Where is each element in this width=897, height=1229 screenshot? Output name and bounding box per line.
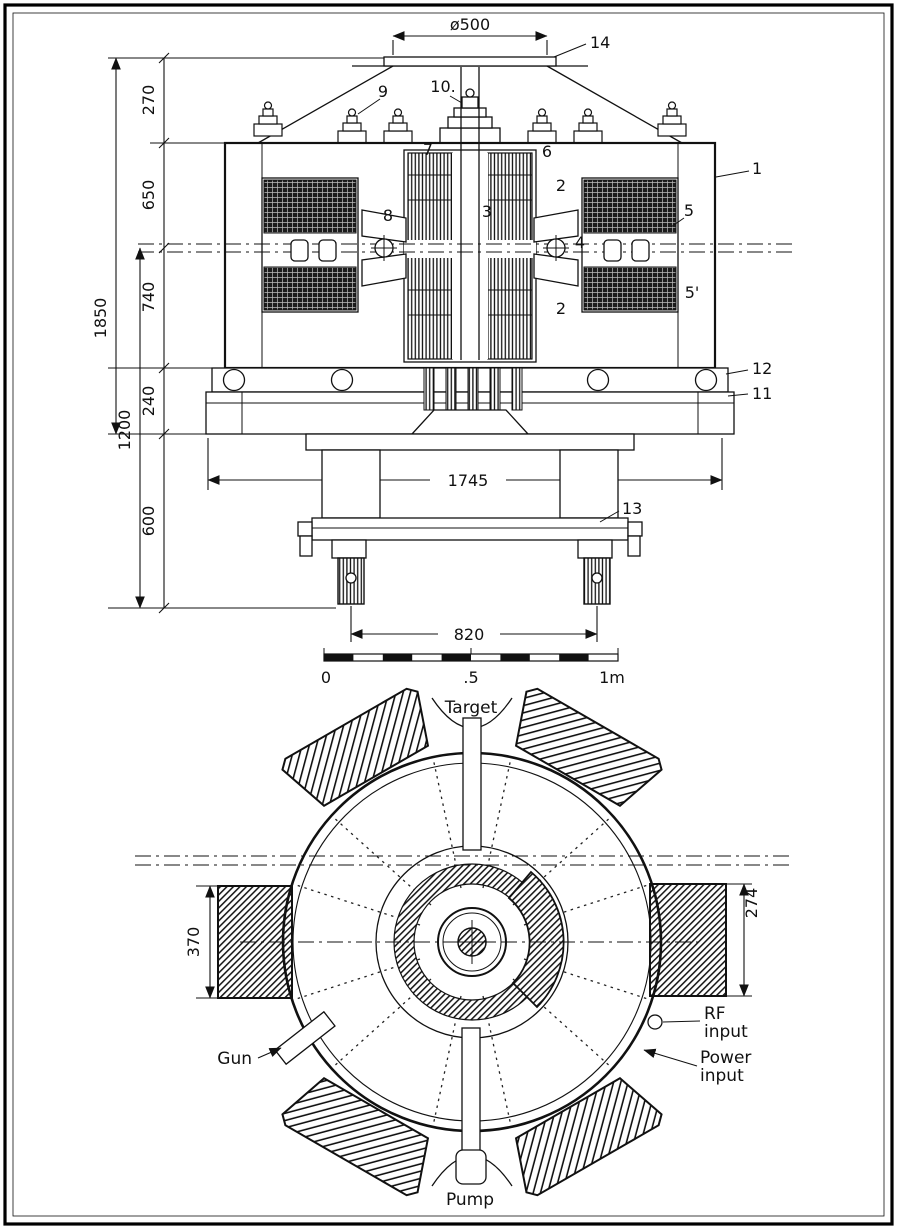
part-label-12: 12 — [752, 359, 772, 378]
pump-channel — [461, 1027, 481, 1157]
sector-magnet-sw — [281, 1077, 430, 1197]
dim-label-370: 370 — [184, 927, 203, 958]
extraction-wedge — [507, 870, 565, 1009]
target-channel — [462, 717, 482, 851]
pump-port — [455, 1149, 487, 1185]
rf-input-label-line2: input — [704, 1022, 748, 1042]
beam-chamber — [290, 239, 309, 262]
east-magnet-block — [649, 883, 727, 997]
rf-port — [647, 1014, 663, 1030]
dim-label-dia500: ø500 — [450, 15, 490, 34]
dim-label-600: 600 — [139, 506, 158, 537]
part-label-6: 6 — [542, 142, 552, 161]
dimension-dia500: ø500 — [392, 15, 548, 55]
part-label-2-lower: 2 — [556, 299, 566, 318]
part-label-4: 4 — [575, 233, 585, 252]
beam-chamber — [603, 239, 622, 262]
left-coil — [261, 177, 359, 313]
elevation-view: ø500 14 9 10. — [91, 15, 792, 644]
scale-label-0: 0 — [321, 668, 331, 687]
sector-magnet-ne — [514, 687, 663, 807]
dimension-820: 820 — [350, 606, 598, 644]
power-input-label-line1: Power — [700, 1048, 751, 1068]
part-label-7: 7 — [423, 140, 433, 159]
dim-label-650: 650 — [139, 180, 158, 211]
gun-label: Gun — [217, 1049, 252, 1069]
part-label-13: 13 — [622, 499, 642, 518]
power-input-label-line2: input — [700, 1066, 744, 1086]
dim-label-820: 820 — [454, 625, 485, 644]
scale-label-1m: 1m — [599, 668, 625, 687]
center-fins — [410, 367, 530, 435]
dimension-274: 274 — [726, 883, 761, 997]
dim-label-1745: 1745 — [448, 471, 489, 490]
dimension-370: 370 — [184, 885, 218, 999]
dim-label-740: 740 — [139, 282, 158, 313]
scale-bar: 0 .5 1m — [321, 648, 625, 687]
target-label: Target — [444, 698, 498, 718]
scale-label-half: .5 — [463, 668, 478, 687]
cavity-column — [403, 149, 537, 363]
beam-chamber — [631, 239, 650, 262]
top-plate — [383, 56, 557, 67]
part-label-2-upper: 2 — [556, 176, 566, 195]
dim-label-274: 274 — [742, 888, 761, 919]
gun-port — [274, 1010, 336, 1066]
dimension-1745: 1745 — [207, 438, 723, 490]
rf-input-label-line1: RF — [704, 1004, 726, 1024]
part-label-5-prime: 5' — [685, 283, 700, 302]
part-label-5: 5 — [684, 201, 694, 220]
part-label-1: 1 — [752, 159, 762, 178]
left-pole — [361, 209, 407, 287]
part-label-8: 8 — [383, 206, 393, 225]
dim-label-1850: 1850 — [91, 298, 110, 339]
left-caster — [299, 535, 367, 605]
dim-label-1200: 1200 — [115, 410, 134, 451]
part-label-11: 11 — [752, 384, 772, 403]
part-label-10: 10. — [430, 77, 455, 96]
top-fittings — [253, 88, 687, 144]
plan-view: Target Pump Gun RF input Power input 370… — [135, 687, 792, 1210]
lower-support — [297, 433, 643, 541]
dim-label-270: 270 — [139, 85, 158, 116]
drawing-frame — [3, 3, 894, 1226]
left-dimensions: 270 650 740 240 600 1200 1850 — [91, 52, 384, 614]
right-caster — [577, 535, 641, 605]
pump-label: Pump — [446, 1190, 494, 1210]
dim-label-240: 240 — [139, 386, 158, 417]
sector-magnet-nw — [281, 687, 430, 807]
right-pole — [533, 209, 579, 287]
sector-magnet-se — [514, 1077, 663, 1197]
part-label-14: 14 — [590, 33, 610, 52]
part-label-9: 9 — [378, 82, 388, 101]
beam-chamber — [318, 239, 337, 262]
right-coil — [581, 177, 679, 313]
part-label-3: 3 — [482, 202, 492, 221]
